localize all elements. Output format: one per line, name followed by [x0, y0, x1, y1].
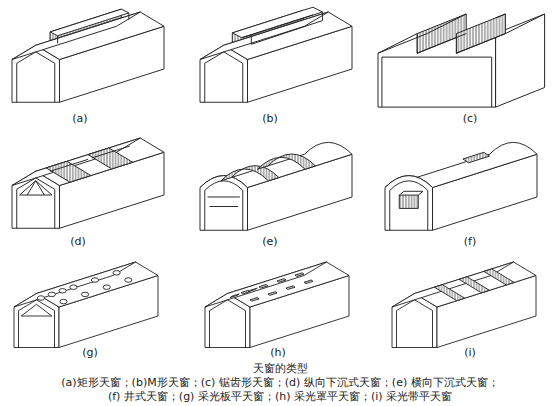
figure-letter: (f) [464, 235, 476, 248]
caption-line: (f) 井式天窗；(g) 采光板平天窗；(h) 采光罩平天窗；(i) 采光带平天… [108, 390, 452, 403]
figure-letter: (d) [70, 235, 86, 248]
figure-letter: (g) [82, 346, 98, 359]
figure-caption: 天窗的类型 [253, 362, 308, 375]
figure-letter: (e) [262, 235, 277, 248]
figure-letter: (b) [262, 112, 278, 125]
caption-line: (a)矩形天窗；(b)M形天窗；(c) 锯齿形天窗；(d) 纵向下沉式天窗；(e… [61, 376, 498, 389]
figure-letter: (i) [464, 346, 476, 359]
figure-letter: (h) [270, 346, 286, 359]
figure-letter: (c) [463, 112, 478, 125]
figure-letter: (a) [72, 112, 87, 125]
